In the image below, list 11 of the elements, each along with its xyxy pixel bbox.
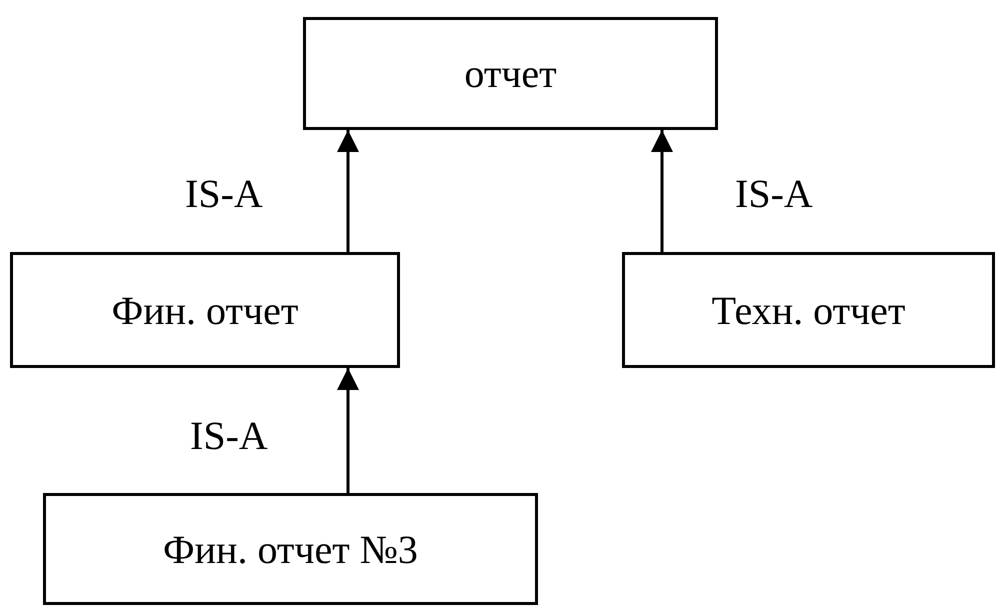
- class-name: Техн. отчет: [712, 286, 906, 334]
- arrow: [651, 130, 673, 252]
- class-name: отчет: [464, 50, 557, 97]
- class-name: Фин. отчет: [112, 286, 298, 334]
- class-name: Фин. отчет №3: [163, 526, 418, 572]
- arrow: [337, 130, 359, 252]
- class-box: [10, 252, 400, 368]
- class-box: [622, 252, 995, 368]
- class-box: [43, 493, 538, 605]
- class-box: [303, 17, 718, 130]
- arrow: [337, 368, 359, 493]
